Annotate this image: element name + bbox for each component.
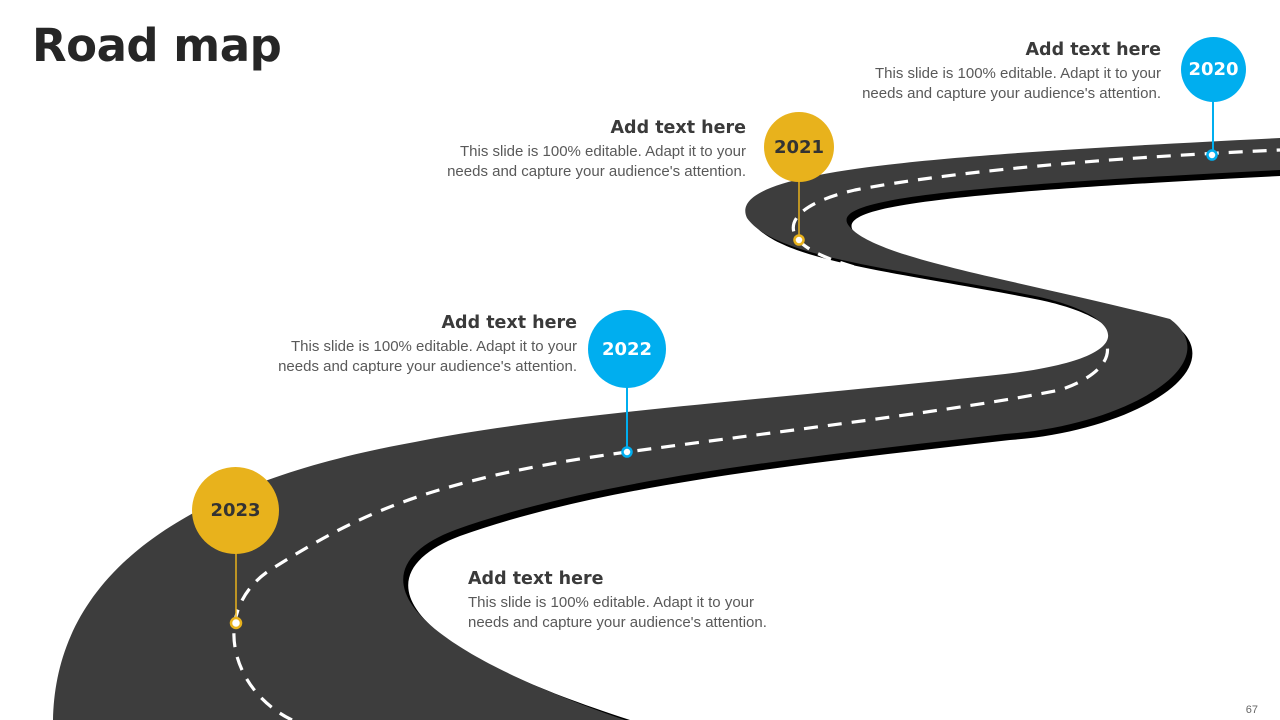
year-label: 2021 [773,136,825,158]
road-marker-2021 [793,234,805,246]
milestone-body-line: needs and capture your audience's attent… [447,162,746,180]
milestone-heading: Add text here [610,118,747,138]
milestone-body-line: needs and capture your audience's attent… [862,84,1161,102]
milestone-heading: Add text here [468,569,604,589]
milestone-body-line: needs and capture your audience's attent… [468,613,767,631]
milestone-body-line: needs and capture your audience's attent… [278,357,577,375]
milestone-body: This slide is 100% editable. Adapt it to… [468,593,767,632]
year-label: 2020 [1188,59,1239,80]
year-badge-2022: 2022 [588,310,666,388]
milestone-body: This slide is 100% editable. Adapt it to… [278,337,577,376]
milestone-2023-text: Add text here This slide is 100% editabl… [468,568,767,632]
year-label: 2023 [210,500,261,521]
year-badge-2021: 2021 [764,112,834,182]
milestone-2020-text: Add text here This slide is 100% editabl… [862,39,1161,103]
year-badge-2020: 2020 [1181,37,1246,102]
milestone-2022-text: Add text here This slide is 100% editabl… [278,312,577,376]
year-badge-2023: 2023 [192,467,279,554]
milestone-body-line: This slide is 100% editable. Adapt it to… [460,143,746,160]
year-label: 2022 [601,338,653,360]
page-number: 67 [1245,704,1258,716]
slide-title: Road map [32,19,282,72]
milestone-body-line: This slide is 100% editable. Adapt it to… [468,594,754,611]
road-marker-2020 [1206,149,1218,161]
road-marker-2022 [621,446,633,458]
milestone-body-line: This slide is 100% editable. Adapt it to… [291,338,577,355]
road-marker-2023 [229,616,243,630]
milestone-2021-text: Add text here This slide is 100% editabl… [447,117,746,181]
milestone-body: This slide is 100% editable. Adapt it to… [862,64,1161,103]
milestone-body: This slide is 100% editable. Adapt it to… [447,142,746,181]
milestone-body-line: This slide is 100% editable. Adapt it to… [875,65,1161,82]
milestone-heading: Add text here [1025,40,1162,60]
milestone-heading: Add text here [441,313,578,333]
road-surface [53,138,1280,720]
lane-marking [232,148,1280,720]
